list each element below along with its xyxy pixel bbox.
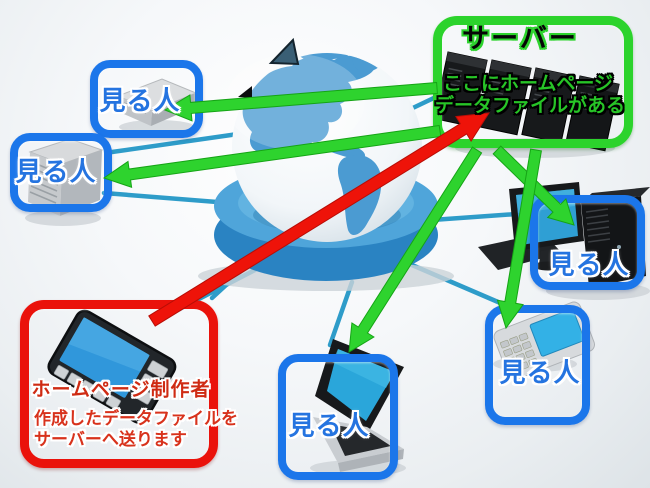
creator-box bbox=[20, 300, 218, 468]
viewer-label-left: 見る人 bbox=[15, 157, 97, 188]
viewer-box-bottom-center bbox=[278, 354, 398, 480]
green-arrow-to-bottom-center-viewer bbox=[348, 146, 483, 353]
tablet-icon bbox=[47, 309, 177, 424]
viewer-box-bottom-right bbox=[485, 305, 590, 425]
creator-desc-line1: 作成したデータファイルを bbox=[34, 409, 238, 429]
swoosh-triangle-icon bbox=[268, 37, 300, 66]
red-arrow-creator-to-server bbox=[148, 112, 490, 327]
server-desc-line1: ここにホームページ bbox=[442, 72, 614, 95]
green-arrow-to-left-viewer bbox=[102, 124, 442, 189]
viewer-box-top-left bbox=[90, 60, 203, 138]
server-stack-icon bbox=[433, 51, 620, 152]
creator-title: ホームページ制作者 bbox=[31, 378, 211, 401]
viewer-box-right bbox=[530, 195, 645, 290]
swoosh-tip-icon bbox=[238, 86, 252, 98]
server-desc-line2: データファイルがある bbox=[434, 94, 626, 117]
green-arrow-to-bottom-right-viewer bbox=[496, 148, 542, 330]
green-arrow-to-top-left-viewer bbox=[163, 81, 438, 122]
creator-desc-line2: サーバーへ送ります bbox=[34, 430, 187, 450]
viewer-label-top-left: 見る人 bbox=[99, 86, 181, 117]
viewer-label-bottom-center: 見る人 bbox=[288, 411, 370, 442]
server-box bbox=[433, 16, 633, 148]
viewer-label-right: 見る人 bbox=[548, 250, 630, 281]
server-title: サーバー bbox=[462, 23, 578, 55]
viewer-label-bottom-right: 見る人 bbox=[499, 358, 581, 389]
viewer-box-left bbox=[10, 133, 112, 212]
pc-tower-icon bbox=[28, 138, 104, 216]
